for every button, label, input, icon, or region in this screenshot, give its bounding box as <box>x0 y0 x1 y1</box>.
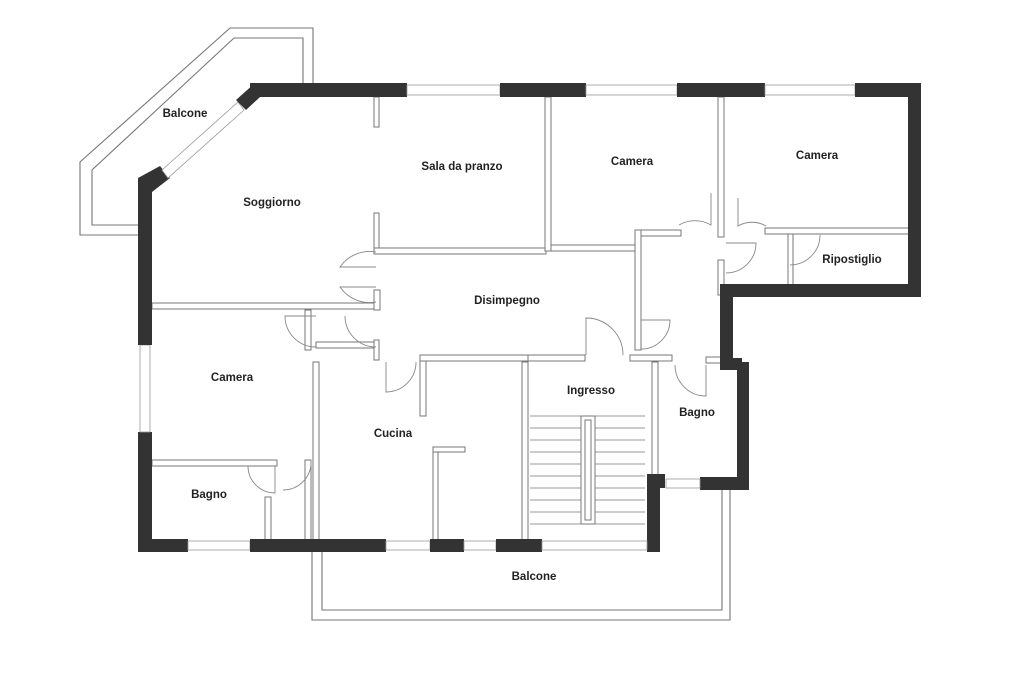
staircase <box>530 415 645 525</box>
label-ingresso: Ingresso <box>567 385 615 397</box>
label-camera-3: Camera <box>211 372 254 384</box>
label-soggiorno: Soggiorno <box>243 197 301 209</box>
label-camera-1: Camera <box>611 156 654 168</box>
label-bagno-1: Bagno <box>679 407 715 419</box>
label-cucina: Cucina <box>374 428 413 440</box>
label-balcone-nw: Balcone <box>163 108 208 120</box>
label-sala-da-pranzo: Sala da pranzo <box>421 161 502 173</box>
room-labels: Balcone Sala da pranzo Camera Camera Sog… <box>163 108 882 583</box>
doors <box>247 193 821 494</box>
label-disimpegno: Disimpegno <box>474 295 540 307</box>
label-balcone-s: Balcone <box>512 571 557 583</box>
label-bagno-2: Bagno <box>191 489 227 501</box>
balcony-s-outline <box>311 490 731 621</box>
label-camera-2: Camera <box>796 150 839 162</box>
label-ripostiglio: Ripostiglio <box>822 254 881 266</box>
interior-walls <box>151 96 911 546</box>
exterior-walls <box>138 83 921 552</box>
balcony-nw-outline <box>79 27 314 236</box>
